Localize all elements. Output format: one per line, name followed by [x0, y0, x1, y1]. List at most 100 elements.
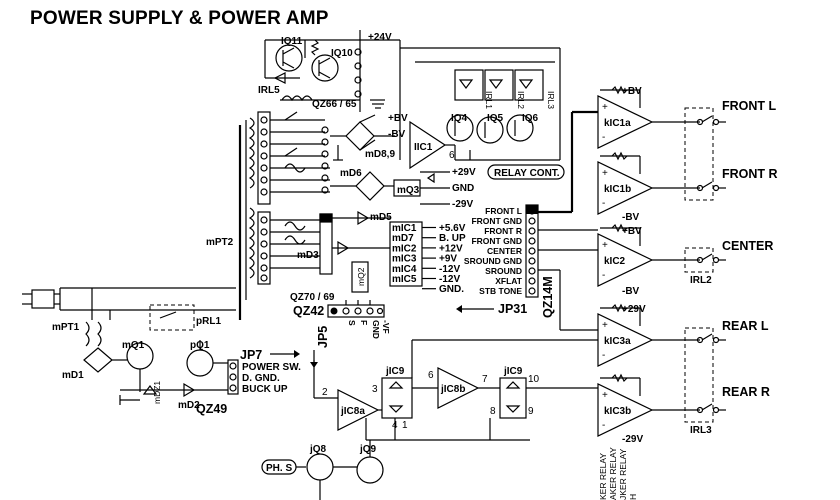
main-rectifier-block: +BV -BV mD8,9 mD6 mQ3 +29V GND -29V mPT2: [206, 111, 476, 320]
jq8-transistor: [306, 453, 334, 481]
jp5-pin-3: -VF: [381, 320, 391, 334]
iq10-transistor: [311, 54, 339, 82]
svg-text:-: -: [602, 270, 605, 281]
qz14m-pin-label-3: FRONT GND: [471, 236, 522, 246]
mpt1-label: mPT1: [52, 322, 80, 333]
jp5-pin-0: S: [347, 320, 357, 326]
regulator-out-0: +5.6V: [439, 223, 466, 234]
qz14m-pin-5: [528, 257, 536, 265]
regulator-out-3: +9V: [439, 254, 457, 265]
top-left-regulator: IQ11 IQ10 IRL5 QZ66 / 65 +24V: [258, 30, 400, 112]
prl1-label: pRL1: [196, 316, 221, 327]
jic9a-switch: [381, 377, 413, 419]
pin-6: 6: [428, 370, 434, 381]
connector-pin: [354, 48, 362, 56]
m29v-label: -29V: [452, 199, 473, 210]
md1-bridge: [83, 347, 113, 373]
output-label-0: FRONT L: [722, 99, 777, 113]
qz7069-label: QZ70 / 69: [290, 292, 335, 303]
irl1-front-relay: [684, 107, 714, 201]
irl1-label: IRL1: [484, 91, 494, 109]
jic8a-label: jIC8a: [340, 406, 365, 417]
regulator-ic-4: mIC4: [392, 264, 417, 275]
output-label-1: FRONT R: [722, 167, 778, 181]
qz14m-pin-label-2: FRONT R: [484, 226, 522, 236]
pin-7: 7: [482, 374, 488, 385]
amp-opamp-2: [597, 233, 654, 287]
jp7-pin-1: D. GND.: [242, 373, 280, 384]
output-label-4: REAR R: [722, 385, 770, 399]
jq9-transistor: [356, 456, 384, 484]
protection-block: 2 3 4 1 6 7 8 10 9 jIC8a jIC8b jIC9 jIC9…: [261, 339, 598, 500]
iq6-transistor: [506, 114, 534, 142]
secondary-connector: [257, 211, 271, 285]
md89-bridge: [345, 121, 375, 151]
amp-opamp-4: [597, 383, 654, 437]
iq4-transistor: [446, 114, 474, 142]
amp-ic-label-4: kIC3b: [604, 406, 631, 417]
prl1-relay: [149, 304, 195, 331]
irl2-center-relay: [684, 247, 714, 273]
diode: [273, 72, 286, 84]
iic1-pin6: 6: [449, 150, 455, 161]
standby-supply-block: POWER SW.D. GND.BUCK UP mPT1 mD1 mQ1 pQ1…: [22, 287, 301, 416]
qz14m-pin-label-7: XFLAT: [495, 276, 523, 286]
relay-footer-0: KER RELAY: [598, 453, 608, 500]
relay-cont-box: [487, 164, 565, 180]
mq2-box: [351, 261, 369, 293]
irl3-rear-relay: [684, 327, 714, 423]
amp-ic-label-0: kIC1a: [604, 118, 631, 129]
iq5-label: IQ5: [487, 113, 504, 124]
qz14m-connector: [525, 204, 539, 298]
qz14m-pin-1: [528, 217, 536, 225]
pbv-label: +BV: [388, 113, 408, 124]
qz6665-label: QZ66 / 65: [312, 99, 357, 110]
iq5-transistor: [476, 116, 504, 144]
irl3-label: IRL3: [690, 425, 712, 436]
pin-10: 10: [528, 374, 540, 385]
ac-plug: [31, 289, 55, 309]
amp-ic-label-3: kIC3a: [604, 336, 631, 347]
md1-label: mD1: [62, 370, 84, 381]
svg-text:-: -: [602, 350, 605, 361]
jq9-label: jQ9: [359, 444, 377, 455]
regulator-out-5: -12V: [439, 274, 460, 285]
jic8b-label: jIC8b: [440, 384, 465, 395]
iic1-opamp: [409, 120, 447, 170]
qz14m-label: QZ14M: [541, 276, 555, 318]
qz49-label: QZ49: [196, 402, 227, 416]
qz14m-pin-label-5: SROUND GND: [464, 256, 522, 266]
qz14m-pin-label-8: STB TONE: [479, 286, 522, 296]
amp-rail-1: -BV: [622, 212, 640, 223]
jic9a-label: jIC9: [385, 366, 405, 377]
regulator-out-6: GND.: [439, 284, 464, 295]
pq1-label: pQ1: [190, 340, 210, 351]
md3-label: mD3: [297, 250, 319, 261]
pin-3: 3: [372, 384, 378, 395]
p24v-label: +24V: [368, 32, 392, 43]
regulator-ic-5: mIC5: [392, 274, 417, 285]
pin-4: 4: [392, 420, 398, 431]
relay-cont-label: RELAY CONT.: [494, 168, 560, 179]
iq10-label: IQ10: [331, 48, 353, 59]
regulator-ic-0: mIC1: [392, 223, 417, 234]
jq8-label: jQ8: [309, 444, 327, 455]
qz14m-pin-6: [528, 267, 536, 275]
svg-text:+: +: [602, 102, 608, 113]
qz14m-pin-0: [528, 207, 536, 215]
qz14m-pin-4: [528, 247, 536, 255]
reg-connector: [319, 213, 333, 275]
md6-bridge: [355, 171, 385, 201]
jic8a-opamp: [337, 389, 380, 431]
mq1-label: mQ1: [122, 340, 145, 351]
jp5-pin-2: GND: [371, 320, 381, 339]
relay-control-block: IQ4 IQ5 IQ6 IRL1 IRL2 IRL3 IIC1 6 RELAY …: [399, 40, 565, 180]
svg-text:+: +: [602, 320, 608, 331]
iq4-label: IQ4: [451, 113, 468, 124]
amp-rail-0: +BV: [622, 86, 642, 97]
qz42-label: QZ42: [293, 304, 324, 318]
